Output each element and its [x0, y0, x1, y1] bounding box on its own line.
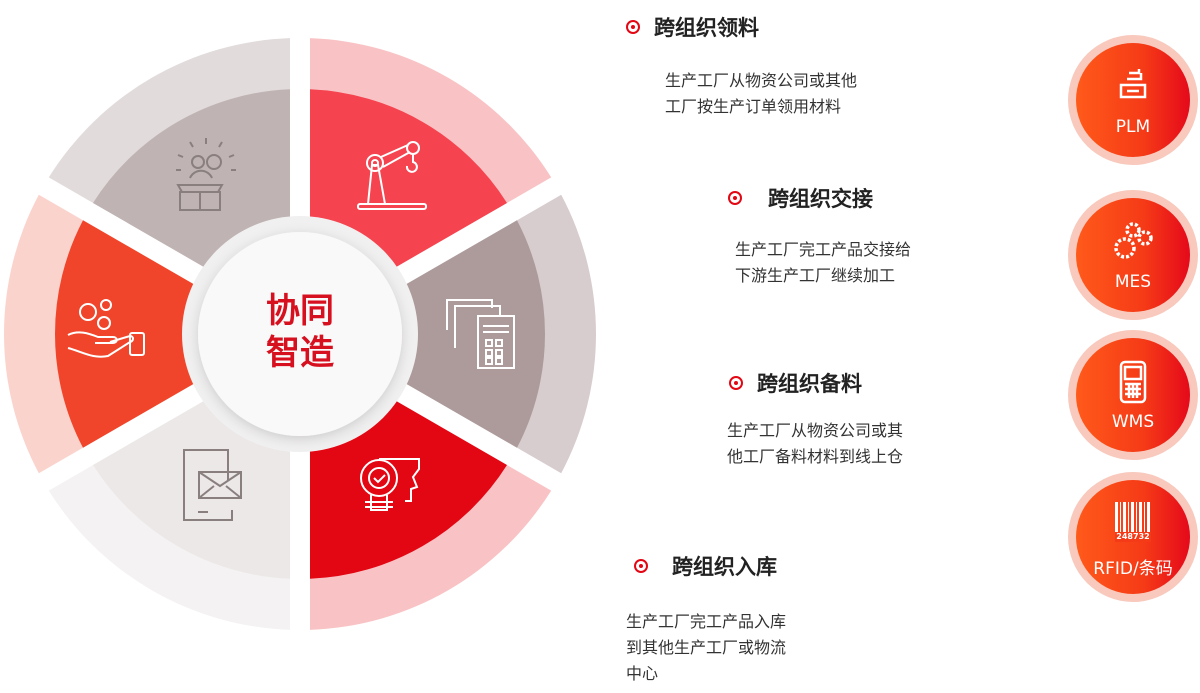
item-desc-line: 工厂按生产订单领用材料	[665, 97, 842, 116]
segment-tablet-mail	[48, 397, 291, 630]
gears-icon	[1114, 222, 1153, 259]
segment-calculator-documents	[399, 194, 597, 474]
center-circle	[198, 232, 402, 436]
barcode-number: 248732	[1115, 532, 1151, 542]
segment-box-gears	[48, 38, 291, 271]
segment-robot-arm	[309, 38, 552, 271]
segment-inner-band	[54, 220, 201, 448]
bullet-icon	[634, 559, 648, 573]
box-gears-icon	[176, 138, 236, 211]
item-desc-line: 到其他生产工厂或物流	[626, 638, 787, 657]
item-title: 跨组织入库	[672, 555, 777, 579]
bullet-icon	[728, 191, 742, 205]
item-desc-line: 下游生产工厂继续加工	[735, 266, 896, 285]
item-desc-line: 生产工厂从物资公司或其他	[665, 71, 858, 90]
item-desc-line: 生产工厂完工产品交接给	[735, 240, 912, 259]
system-rfid-barcode[interactable]: 248732 RFID/条码	[1068, 472, 1198, 602]
collaboration-wheel	[4, 38, 597, 630]
tablet-mail-icon	[183, 449, 242, 521]
center-title-line2: 智造	[266, 333, 334, 373]
system-label: WMS	[1111, 412, 1155, 432]
system-wms[interactable]: WMS	[1068, 330, 1198, 460]
item-cross-org-picking: 跨组织领料 生产工厂从物资公司或其他 工厂按生产订单领用材料	[626, 12, 857, 120]
segment-inner-band	[92, 397, 291, 579]
item-cross-org-handover: 跨组织交接 生产工厂完工产品交接给 下游生产工厂继续加工	[728, 183, 911, 289]
item-desc-line: 他工厂备料材料到线上仓	[727, 447, 904, 466]
system-label: PLM	[1115, 117, 1151, 137]
system-plm[interactable]: PLM	[1068, 35, 1198, 165]
item-desc-line: 中心	[626, 664, 659, 683]
center-title-line1: 协同	[266, 291, 334, 331]
item-title: 跨组织领料	[654, 16, 759, 40]
system-label: MES	[1114, 272, 1152, 292]
system-label: RFID/条码	[1093, 559, 1173, 579]
calculator-documents-icon	[446, 299, 515, 369]
item-title: 跨组织备料	[757, 372, 862, 396]
segment-lightbulb-head	[309, 397, 552, 630]
handheld-device-icon	[1119, 360, 1147, 404]
item-cross-org-warehousing: 跨组织入库 生产工厂完工产品入库 到其他生产工厂或物流 中心	[626, 551, 786, 687]
item-cross-org-preparation: 跨组织备料 生产工厂从物资公司或其 他工厂备料材料到线上仓	[727, 368, 904, 470]
drawer-icon	[1119, 69, 1147, 99]
bullet-icon	[626, 20, 640, 34]
system-mes[interactable]: MES	[1068, 190, 1198, 320]
segment-inner-band	[399, 220, 545, 448]
segment-inner-band	[309, 397, 508, 579]
item-desc-line: 生产工厂从物资公司或其	[727, 421, 904, 440]
barcode-icon: 248732	[1115, 502, 1151, 542]
robot-arm-icon	[357, 141, 427, 210]
segment-hand-gears	[4, 194, 201, 474]
item-desc-line: 生产工厂完工产品入库	[626, 612, 787, 631]
item-title: 跨组织交接	[768, 187, 873, 211]
bullet-icon	[729, 376, 743, 390]
segment-inner-band	[309, 89, 508, 271]
hand-gears-icon	[67, 299, 145, 358]
segment-inner-band	[92, 89, 291, 271]
lightbulb-head-icon	[360, 458, 420, 511]
